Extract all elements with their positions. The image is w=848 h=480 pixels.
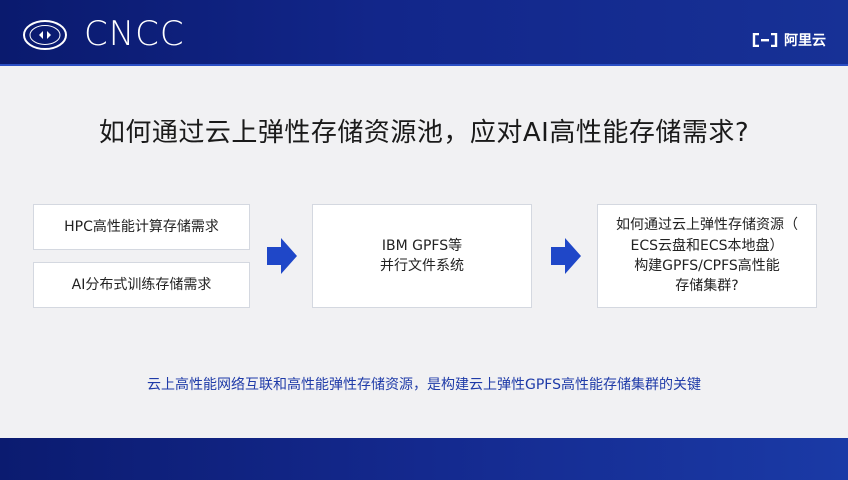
question-line-3: 构建GPFS/CPFS高性能 bbox=[634, 258, 780, 274]
cloud-cluster-question-box: 如何通过云上弹性存储资源（ ECS云盘和ECS本地盘） 构建GPFS/CPFS高… bbox=[597, 204, 817, 308]
ai-storage-demand-box: AI分布式训练存储需求 bbox=[33, 262, 250, 308]
parallel-fs-line-1: IBM GPFS等 bbox=[381, 237, 463, 254]
question-line-1: 如何通过云上弹性存储资源（ bbox=[616, 217, 798, 234]
aliyun-logo: 阿里云 bbox=[752, 30, 826, 50]
parallel-fs-line-2: 并行文件系统 bbox=[380, 258, 464, 274]
question-line-4: 存储集群? bbox=[675, 278, 739, 295]
right-arrow-icon bbox=[551, 238, 581, 274]
footer-band bbox=[0, 438, 848, 480]
header-banner: CNCC 阿里云 bbox=[0, 0, 848, 66]
question-line-2: ECS云盘和ECS本地盘） bbox=[630, 237, 784, 254]
key-conclusion-text: 云上高性能网络互联和高性能弹性存储资源，是构建云上弹性GPFS高性能存储集群的关… bbox=[147, 377, 701, 393]
parallel-fs-box: IBM GPFS等 并行文件系统 bbox=[312, 204, 532, 308]
hpc-storage-demand-label: HPC高性能计算存储需求 bbox=[64, 218, 219, 235]
ai-storage-demand-label: AI分布式训练存储需求 bbox=[71, 276, 212, 293]
ccf-emblem-icon bbox=[23, 20, 67, 50]
right-arrow-icon bbox=[267, 238, 297, 274]
cncc-logo: CNCC bbox=[84, 14, 185, 54]
slide-title: 如何通过云上弹性存储资源池，应对AI高性能存储需求? bbox=[98, 118, 750, 148]
aliyun-bracket-icon bbox=[752, 33, 778, 47]
aliyun-logo-text: 阿里云 bbox=[784, 33, 826, 49]
hpc-storage-demand-box: HPC高性能计算存储需求 bbox=[33, 204, 250, 250]
